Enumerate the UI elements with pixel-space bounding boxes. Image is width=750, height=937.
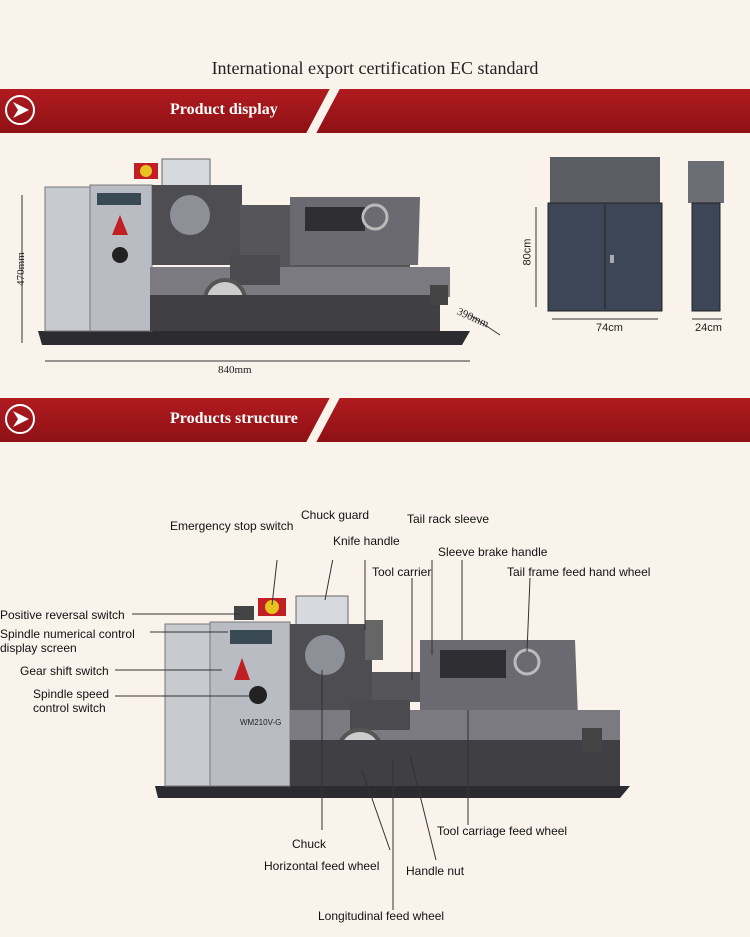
label-emergency-stop: Emergency stop switch xyxy=(170,519,294,533)
section-banner-display: Product display xyxy=(0,89,750,133)
label-tool-carrier: Tool carrier xyxy=(372,565,432,579)
label-tail-rack-sleeve: Tail rack sleeve xyxy=(407,512,490,526)
dim-cabinet-depth: 24cm xyxy=(695,322,722,334)
cabinet-side-image xyxy=(688,161,724,312)
section-banner-structure: Products structure xyxy=(0,398,750,442)
label-longitudinal-wheel: Longitudinal feed wheel xyxy=(318,909,445,923)
label-spindle-speed-1: Spindle speed xyxy=(33,687,110,701)
play-arrow-icon xyxy=(5,95,35,125)
label-chuck: Chuck xyxy=(292,837,327,851)
label-chuck-guard: Chuck guard xyxy=(301,508,370,522)
cabinet-front-image xyxy=(547,157,663,312)
label-positive-reversal: Positive reversal switch xyxy=(0,608,125,622)
section-title-display: Product display xyxy=(170,101,278,118)
label-knife-handle: Knife handle xyxy=(333,534,400,548)
dim-cabinet-width: 74cm xyxy=(596,322,623,334)
label-sleeve-brake: Sleeve brake handle xyxy=(438,545,548,559)
label-spindle-speed-2: control switch xyxy=(33,701,106,715)
structure-diagram: WM210V-G xyxy=(115,560,630,910)
label-horizontal-wheel: Horizontal feed wheel xyxy=(264,859,380,873)
label-spindle-display-2: display screen xyxy=(0,641,77,655)
page-header-title: International export certification EC st… xyxy=(211,58,539,78)
label-gear-shift: Gear shift switch xyxy=(20,664,109,678)
label-tool-carriage-wheel: Tool carriage feed wheel xyxy=(437,824,568,838)
play-arrow-icon xyxy=(5,404,35,434)
label-spindle-display-1: Spindle numerical control xyxy=(0,627,135,641)
lathe-image xyxy=(38,158,470,345)
dim-height: 470mm xyxy=(14,252,27,286)
product-display-image xyxy=(21,157,724,362)
dim-length: 840mm xyxy=(218,364,252,376)
model-plate: WM210V-G xyxy=(240,718,281,727)
label-handle-nut: Handle nut xyxy=(406,864,465,878)
section-title-structure: Products structure xyxy=(170,410,298,427)
label-tail-frame-wheel: Tail frame feed hand wheel xyxy=(507,565,651,579)
dim-cabinet-height: 80cm xyxy=(521,238,534,266)
